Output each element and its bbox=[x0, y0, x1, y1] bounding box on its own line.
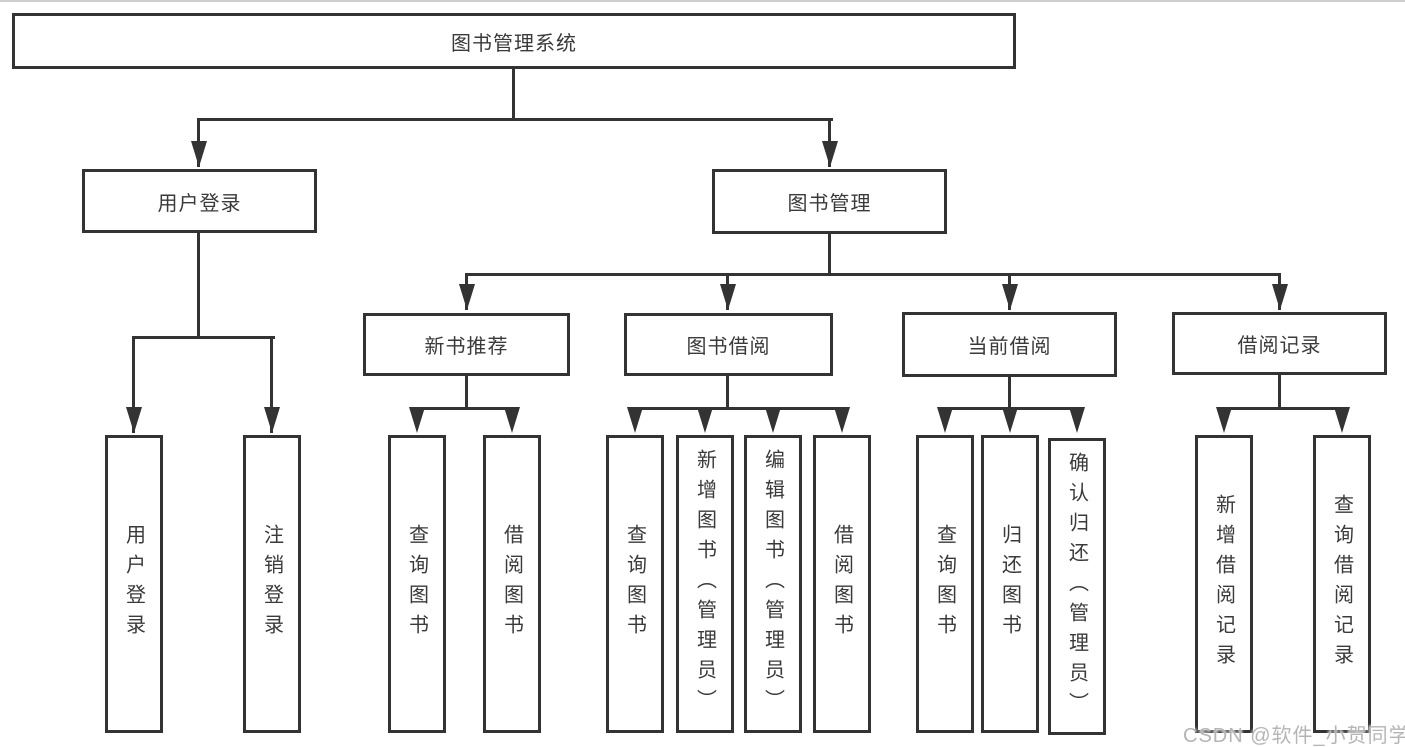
connector-line bbox=[512, 69, 515, 118]
arrowhead-icon bbox=[822, 141, 838, 167]
node-root: 图书管理系统 bbox=[12, 13, 1016, 69]
leaf-bb-query: 查询图书 bbox=[606, 435, 664, 733]
leaf-bb-query-label: 查询图书 bbox=[623, 524, 646, 644]
leaf-nbr-query-label: 查询图书 bbox=[405, 524, 428, 644]
leaf-logout-label: 注销登录 bbox=[260, 524, 283, 644]
leaf-bb-edit-label: 编辑图书（管理员） bbox=[761, 449, 784, 719]
connector-line bbox=[726, 376, 729, 407]
connector-line bbox=[1278, 375, 1281, 407]
arrowhead-icon bbox=[720, 284, 736, 310]
node-new-book-rec: 新书推荐 bbox=[363, 313, 570, 376]
connector-line bbox=[270, 336, 273, 433]
watermark-text: CSDN @软件_小贺同学 bbox=[1183, 725, 1405, 747]
connector-line bbox=[633, 407, 845, 410]
leaf-br-query: 查询借阅记录 bbox=[1313, 435, 1371, 733]
leaf-cb-return: 归还图书 bbox=[981, 435, 1039, 733]
connector-line bbox=[198, 118, 833, 121]
node-current-borrow-label: 当前借阅 bbox=[967, 336, 1052, 358]
node-current-borrow: 当前借阅 bbox=[902, 312, 1117, 377]
node-root-label: 图书管理系统 bbox=[451, 32, 577, 55]
arrowhead-icon bbox=[504, 407, 520, 433]
connector-line bbox=[132, 336, 135, 433]
connector-line bbox=[828, 234, 831, 273]
leaf-nbr-query: 查询图书 bbox=[388, 435, 446, 733]
leaf-cb-query: 查询图书 bbox=[916, 435, 974, 733]
leaf-br-add: 新增借阅记录 bbox=[1195, 435, 1253, 733]
arrowhead-icon bbox=[1002, 407, 1018, 433]
connector-line bbox=[415, 407, 515, 410]
connector-line bbox=[1222, 407, 1345, 410]
arrowhead-icon bbox=[409, 407, 425, 433]
leaf-logout: 注销登录 bbox=[243, 435, 301, 733]
arrowhead-icon bbox=[264, 407, 280, 433]
arrowhead-icon bbox=[765, 407, 781, 433]
node-borrow-record-label: 借阅记录 bbox=[1237, 335, 1322, 357]
arrowhead-icon bbox=[1272, 284, 1288, 310]
leaf-cb-query-label: 查询图书 bbox=[933, 524, 956, 644]
connector-line bbox=[465, 376, 468, 407]
leaf-bb-add-label: 新增图书（管理员） bbox=[693, 449, 716, 719]
leaf-bb-edit: 编辑图书（管理员） bbox=[744, 435, 802, 733]
arrowhead-icon bbox=[459, 284, 475, 310]
node-book-mgmt-label: 图书管理 bbox=[787, 193, 872, 215]
leaf-nbr-borrow-label: 借阅图书 bbox=[500, 524, 523, 644]
connector-line bbox=[1008, 377, 1011, 407]
node-book-borrow-label: 图书借阅 bbox=[686, 336, 771, 358]
arrowhead-icon bbox=[1334, 407, 1350, 433]
leaf-bb-borrow-label: 借阅图书 bbox=[830, 524, 853, 644]
arrowhead-icon bbox=[627, 407, 643, 433]
arrowhead-icon bbox=[126, 407, 142, 433]
node-book-borrow: 图书借阅 bbox=[624, 313, 833, 376]
top-divider bbox=[0, 0, 1405, 2]
node-book-mgmt: 图书管理 bbox=[712, 169, 947, 234]
node-user-login-label: 用户登录 bbox=[157, 192, 242, 215]
arrowhead-icon bbox=[191, 141, 207, 167]
connector-line bbox=[197, 233, 200, 336]
node-user-login: 用户登录 bbox=[82, 169, 317, 233]
connector-line bbox=[465, 273, 1281, 276]
node-new-book-rec-label: 新书推荐 bbox=[424, 336, 509, 358]
arrowhead-icon bbox=[1002, 284, 1018, 310]
leaf-user-login-label: 用户登录 bbox=[122, 524, 145, 644]
leaf-cb-confirm: 确认归还（管理员） bbox=[1048, 438, 1106, 735]
arrowhead-icon bbox=[834, 407, 850, 433]
leaf-cb-return-label: 归还图书 bbox=[998, 524, 1021, 644]
arrowhead-icon bbox=[1069, 407, 1085, 433]
arrowhead-icon bbox=[697, 407, 713, 433]
arrowhead-icon bbox=[1216, 407, 1232, 433]
arrowhead-icon bbox=[937, 407, 953, 433]
node-borrow-record: 借阅记录 bbox=[1172, 312, 1387, 375]
leaf-br-add-label: 新增借阅记录 bbox=[1212, 494, 1235, 674]
connector-line bbox=[132, 336, 275, 339]
leaf-bb-borrow: 借阅图书 bbox=[813, 435, 871, 733]
leaf-nbr-borrow: 借阅图书 bbox=[483, 435, 541, 733]
leaf-bb-add: 新增图书（管理员） bbox=[676, 435, 734, 733]
leaf-user-login: 用户登录 bbox=[105, 435, 163, 733]
leaf-cb-confirm-label: 确认归还（管理员） bbox=[1065, 451, 1088, 722]
leaf-br-query-label: 查询借阅记录 bbox=[1330, 494, 1353, 674]
